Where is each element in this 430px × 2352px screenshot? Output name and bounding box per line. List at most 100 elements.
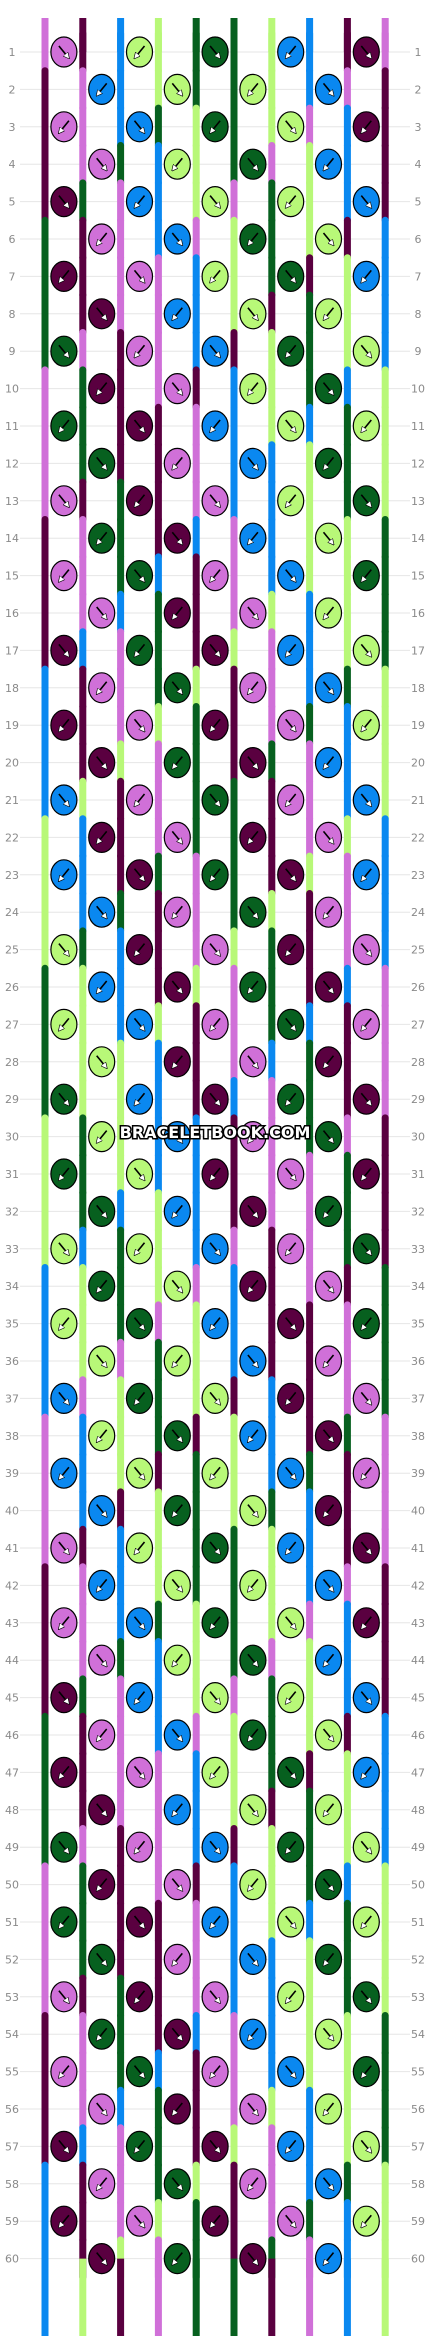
row-number-right: 44 [411, 1654, 425, 1667]
row-number-left: 16 [5, 607, 19, 620]
knot-arrow-icon [173, 756, 183, 768]
knot-arrow-icon [362, 718, 372, 730]
row-number-left: 15 [5, 570, 19, 583]
knot-arrow-icon [211, 1616, 221, 1628]
knot-arrow-icon [287, 494, 297, 506]
knot-arrow-icon [247, 456, 257, 468]
row-number-right: 35 [411, 1318, 425, 1331]
knot-arrow-icon [325, 1952, 335, 1964]
knot-arrow-icon [173, 905, 183, 917]
row-number-left: 35 [5, 1318, 19, 1331]
row-number-left: 14 [5, 532, 19, 545]
knot-arrow-icon [362, 419, 372, 431]
row-number-left: 1 [9, 46, 16, 59]
knot-arrow-icon [285, 1317, 295, 1329]
knot-arrow-icon [325, 1803, 335, 1815]
string-label-top: E [193, 7, 199, 17]
row-number-left: 58 [5, 2178, 19, 2191]
knot-arrow-icon [211, 1915, 221, 1927]
knot-arrow-icon [136, 1691, 146, 1703]
knot-arrow-icon [362, 1915, 372, 1927]
knot-arrow-icon [96, 456, 106, 468]
row-number-left: 11 [5, 420, 19, 433]
row-number-left: 38 [5, 1430, 19, 1443]
knot-arrow-icon [360, 943, 370, 955]
row-number-right: 9 [415, 345, 422, 358]
knot-arrow-icon [322, 1578, 333, 1590]
knot-arrow-icon [247, 1204, 257, 1216]
row-number-right: 30 [411, 1131, 425, 1144]
string-label-bottom: D [381, 2339, 388, 2349]
knot-arrow-icon [96, 1653, 106, 1665]
knot-arrow-icon [96, 1952, 106, 1964]
row-number-right: 29 [411, 1093, 425, 1106]
knot-arrow-icon [249, 1578, 259, 1590]
knot-arrow-icon [209, 1840, 219, 1852]
knot-arrow-icon [98, 82, 108, 94]
knot-arrow-icon [322, 2177, 333, 2189]
knot-arrow-icon [362, 120, 372, 132]
knot-arrow-icon [58, 344, 68, 356]
knot-arrow-icon [171, 1728, 181, 1740]
knot-arrow-icon [98, 2027, 108, 2039]
knot-arrow-icon [133, 718, 144, 730]
knot-arrow-icon [247, 905, 257, 917]
knot-arrow-icon [209, 1990, 219, 2002]
string-label-bottom: B [268, 2339, 275, 2349]
row-number-left: 27 [5, 1018, 19, 1031]
knot-arrow-icon [173, 1803, 183, 1815]
row-number-right: 33 [411, 1243, 425, 1256]
row-number-right: 24 [411, 906, 425, 919]
knot-arrow-icon [360, 1092, 370, 1104]
row-number-right: 48 [411, 1804, 425, 1817]
row-number-right: 4 [415, 158, 422, 171]
row-number-left: 22 [5, 831, 19, 844]
knot-arrow-icon [325, 307, 335, 319]
knot-arrow-icon [211, 2214, 221, 2226]
knot-arrow-icon [322, 82, 333, 94]
row-number-left: 49 [5, 1841, 19, 1854]
knot-arrow-icon [60, 269, 70, 281]
row-number-right: 16 [411, 607, 425, 620]
string-label-bottom: C [344, 2339, 351, 2349]
knot-arrow-icon [136, 1840, 146, 1852]
knot-arrow-icon [60, 1167, 70, 1179]
knot-arrow-icon [58, 1242, 68, 1254]
knot-arrow-icon [209, 2139, 219, 2151]
knot-arrow-icon [287, 1242, 297, 1254]
knot-arrow-icon [136, 494, 146, 506]
knot-arrow-icon [171, 531, 181, 543]
row-number-left: 60 [5, 2253, 19, 2266]
row-number-left: 17 [5, 644, 19, 657]
knot-arrow-icon [58, 1541, 68, 1553]
knot-arrow-icon [322, 1130, 333, 1142]
knot-arrow-icon [171, 681, 181, 693]
knot-arrow-icon [60, 718, 70, 730]
knot-arrow-icon [249, 980, 259, 992]
knot-arrow-icon [360, 1242, 370, 1254]
knot-arrow-icon [60, 419, 70, 431]
knot-arrow-icon [173, 2102, 183, 2114]
knot-arrow-icon [171, 1429, 181, 1441]
knot-arrow-icon [360, 1691, 370, 1703]
knot-arrow-icon [173, 307, 183, 319]
knot-arrow-icon [173, 1504, 183, 1516]
knot-arrow-icon [209, 793, 219, 805]
row-number-left: 37 [5, 1392, 19, 1405]
knot-arrow-icon [287, 793, 297, 805]
knot-arrow-icon [171, 232, 181, 244]
knot-arrow-icon [98, 1130, 108, 1142]
knot-arrow-icon [58, 494, 68, 506]
knot-arrow-icon [58, 793, 68, 805]
row-number-left: 44 [5, 1654, 19, 1667]
knot-arrow-icon [249, 1878, 259, 1890]
knot-arrow-icon [325, 2102, 335, 2114]
knot-arrow-icon [249, 681, 259, 693]
row-number-right: 31 [411, 1168, 425, 1181]
knot-arrow-icon [60, 2065, 70, 2077]
knot-arrow-icon [136, 1990, 146, 2002]
row-number-right: 53 [411, 1991, 425, 2004]
knot-arrow-icon [362, 1017, 372, 1029]
knot-arrow-icon [362, 1167, 372, 1179]
row-number-left: 28 [5, 1056, 19, 1069]
